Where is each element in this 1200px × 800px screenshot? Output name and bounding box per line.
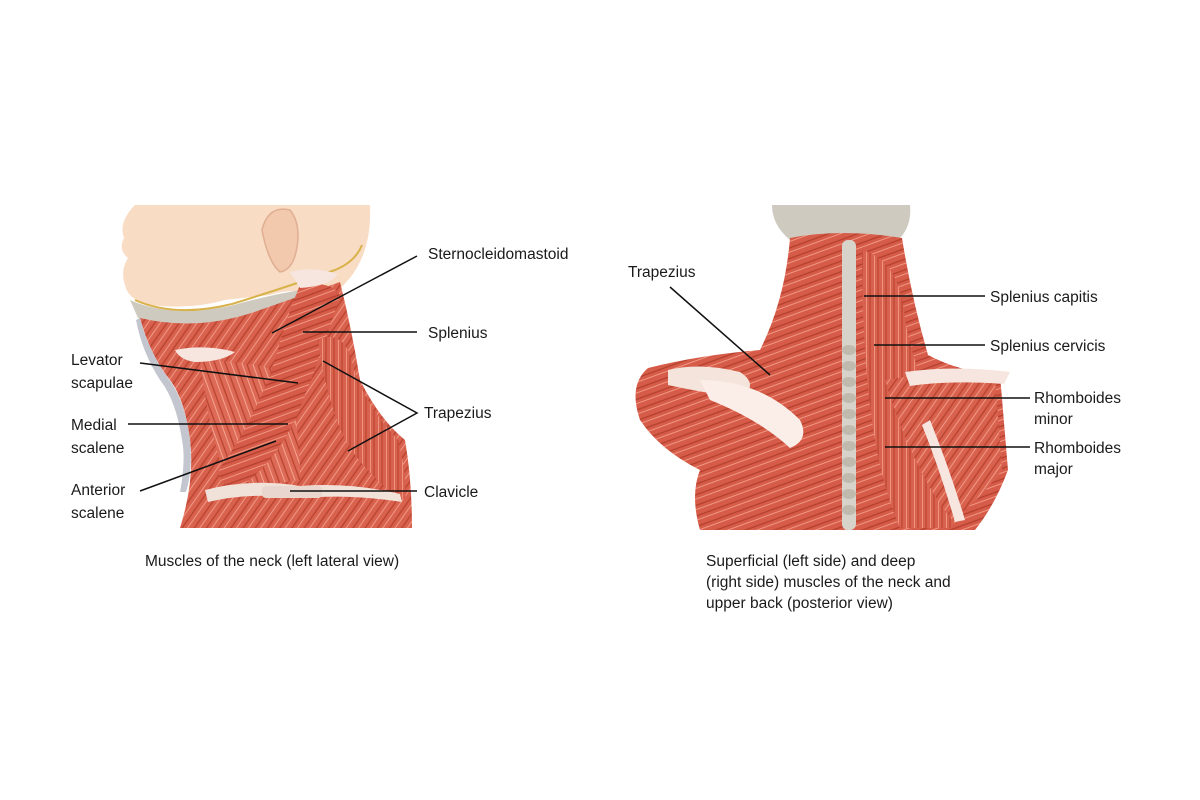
lateral-labels: Sternocleidomastoid Splenius Trapezius C…	[71, 246, 568, 522]
posterior-leader-lines	[669, 286, 1030, 448]
label-splenius-cervicis: Splenius cervicis	[990, 338, 1106, 355]
label-medial-scalene-line2: scalene	[71, 440, 124, 457]
leader-trapezius-posterior	[669, 286, 771, 376]
posterior-view-illustration	[635, 205, 1010, 530]
leader-trapezius	[322, 360, 419, 452]
clavicle-shadow	[262, 486, 322, 498]
scapula-right	[905, 368, 1010, 386]
label-levator-scapulae-line1: Levator	[71, 352, 123, 369]
throat-outline	[136, 318, 191, 492]
label-sternocleidomastoid: Sternocleidomastoid	[428, 246, 568, 263]
label-splenius: Splenius	[428, 325, 488, 342]
skull-base	[772, 205, 911, 240]
label-medial-scalene-line1: Medial	[71, 417, 117, 434]
scapula-border-right	[922, 420, 965, 522]
ear	[261, 208, 299, 273]
mandible	[130, 290, 305, 328]
label-splenius-capitis: Splenius capitis	[990, 289, 1098, 306]
caption-lateral-view: Muscles of the neck (left lateral view)	[145, 553, 399, 570]
lateral-leader-lines	[128, 255, 419, 492]
label-trapezius-lateral: Trapezius	[424, 405, 492, 422]
label-clavicle: Clavicle	[424, 484, 478, 501]
caption-posterior-line2: (right side) muscles of the neck and	[706, 574, 951, 591]
label-trapezius-posterior: Trapezius	[628, 264, 696, 281]
sternocleidomastoid-muscle	[219, 283, 340, 490]
label-rhomboides-major-line1: Rhomboides	[1034, 440, 1121, 457]
caption-posterior-view: Superficial (left side) and deep (right …	[706, 553, 951, 612]
posterior-labels: Trapezius Splenius capitis Splenius cerv…	[628, 264, 1121, 478]
lateral-view-illustration	[121, 205, 412, 528]
trapezius-aponeurosis	[700, 380, 804, 448]
caption-posterior-line3: upper back (posterior view)	[706, 595, 893, 612]
label-rhomboides-minor-line1: Rhomboides	[1034, 390, 1121, 407]
mastoid-tendon	[290, 269, 338, 288]
label-rhomboides-major-line2: major	[1034, 461, 1073, 478]
leader-anterior-scalene	[139, 440, 277, 492]
vertebrae	[842, 345, 856, 515]
leader-levator-scapulae	[139, 362, 299, 384]
label-levator-scapulae-line2: scapulae	[71, 375, 133, 392]
label-anterior-scalene-line1: Anterior	[71, 482, 125, 499]
leader-sternocleidomastoid	[271, 255, 418, 334]
label-rhomboides-minor-line2: minor	[1034, 411, 1073, 428]
jaw-line	[134, 244, 363, 312]
label-anterior-scalene-line2: scalene	[71, 505, 124, 522]
trapezius-muscle	[318, 337, 406, 500]
caption-posterior-line1: Superficial (left side) and deep	[706, 553, 915, 570]
hyoid-tendon	[175, 347, 235, 362]
